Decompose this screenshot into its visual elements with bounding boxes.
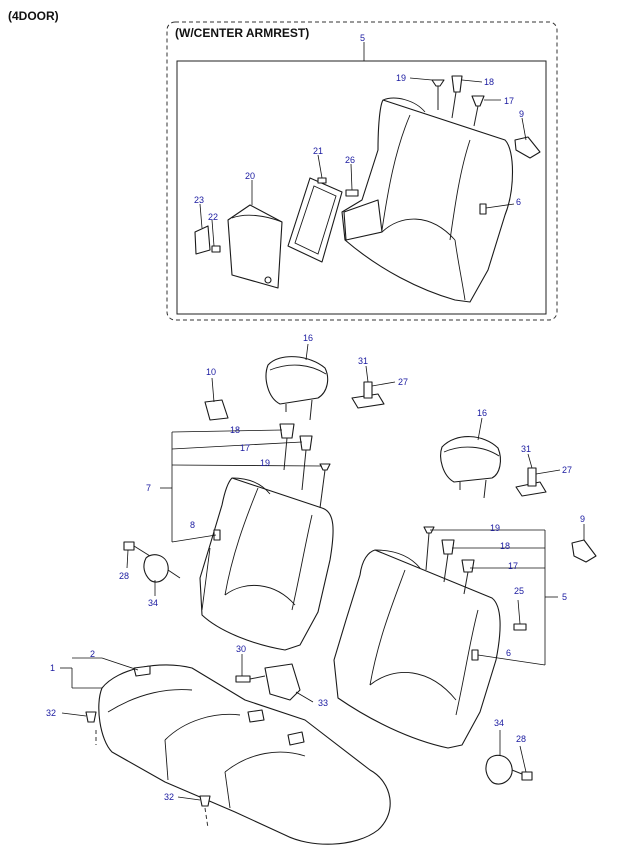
left-hinge-bracket [204,399,229,421]
right-bolt [513,623,527,631]
callout-19-inset: 19 [396,73,406,83]
callout-7: 7 [146,483,151,493]
right-seatback [333,549,501,749]
armrest-bolt [211,245,221,253]
callout-18-inset: 18 [484,77,494,87]
right-headrest [440,436,501,499]
callout-numbers: 5 19 18 17 9 21 26 20 23 6 22 16 31 10 2… [46,33,585,802]
callout-9-right: 9 [580,514,585,524]
diagram-title: (4DOOR) [8,9,59,23]
armrest-inset: (W/CENTER ARMREST) [166,21,558,321]
callout-30: 30 [236,644,246,654]
callout-20: 20 [245,171,255,181]
callout-8: 8 [190,520,195,530]
callout-21: 21 [313,146,323,156]
left-headrest [265,356,329,421]
inset-title: (W/CENTER ARMREST) [175,26,309,40]
leader-lines [60,343,585,801]
callout-19-left: 19 [260,458,270,468]
callout-34-left: 34 [148,598,158,608]
callout-31-right: 31 [521,444,531,454]
callout-18-left: 18 [230,425,240,435]
callout-17-right: 17 [508,561,518,571]
left-headrest-guides [279,423,331,509]
inset-inner-frame [176,60,547,315]
callout-2: 2 [90,649,95,659]
callout-17-inset: 17 [504,96,514,106]
cushion-clip-rear [199,795,211,807]
center-hinge-assembly [235,663,301,701]
callout-32-rear: 32 [164,792,174,802]
callout-18-right: 18 [500,541,510,551]
right-hinge-bracket [571,539,597,563]
callout-25: 25 [514,586,524,596]
right-striker [515,467,547,497]
armrest-body [227,204,283,289]
armrest-bracket [194,225,211,255]
callout-1: 1 [50,663,55,673]
callout-23: 23 [194,195,204,205]
callout-19-right: 19 [490,523,500,533]
callout-16-left: 16 [303,333,313,343]
callout-34-right: 34 [494,718,504,728]
right-pivot-bracket [485,754,533,785]
callout-27-right: 27 [562,465,572,475]
callout-17-left: 17 [240,443,250,453]
callout-10: 10 [206,367,216,377]
callout-22: 22 [208,212,218,222]
callout-28-left: 28 [119,571,129,581]
callout-6-inset: 6 [516,197,521,207]
left-pivot-bracket [123,541,181,583]
callout-33: 33 [318,698,328,708]
cushion-clip-front [85,711,97,723]
callout-9-inset: 9 [519,109,524,119]
right-headrest-guides [423,526,475,595]
callout-5-main: 5 [562,592,567,602]
inset-bolt [345,189,359,197]
callout-6-right: 6 [506,648,511,658]
callout-31-left: 31 [358,356,368,366]
callout-32-front: 32 [46,708,56,718]
inset-dashed-frame [166,21,558,321]
callout-28-right: 28 [516,734,526,744]
armrest-cover-panel [287,177,343,263]
armrest-seatback [341,97,514,303]
left-striker [351,381,385,409]
inset-hinge-bracket [514,136,541,159]
seat-cushion [95,664,391,845]
callout-27-left: 27 [398,377,408,387]
callout-5-inset: 5 [360,33,365,43]
callout-26: 26 [345,155,355,165]
callout-16-right: 16 [477,408,487,418]
left-seatback [199,477,334,651]
